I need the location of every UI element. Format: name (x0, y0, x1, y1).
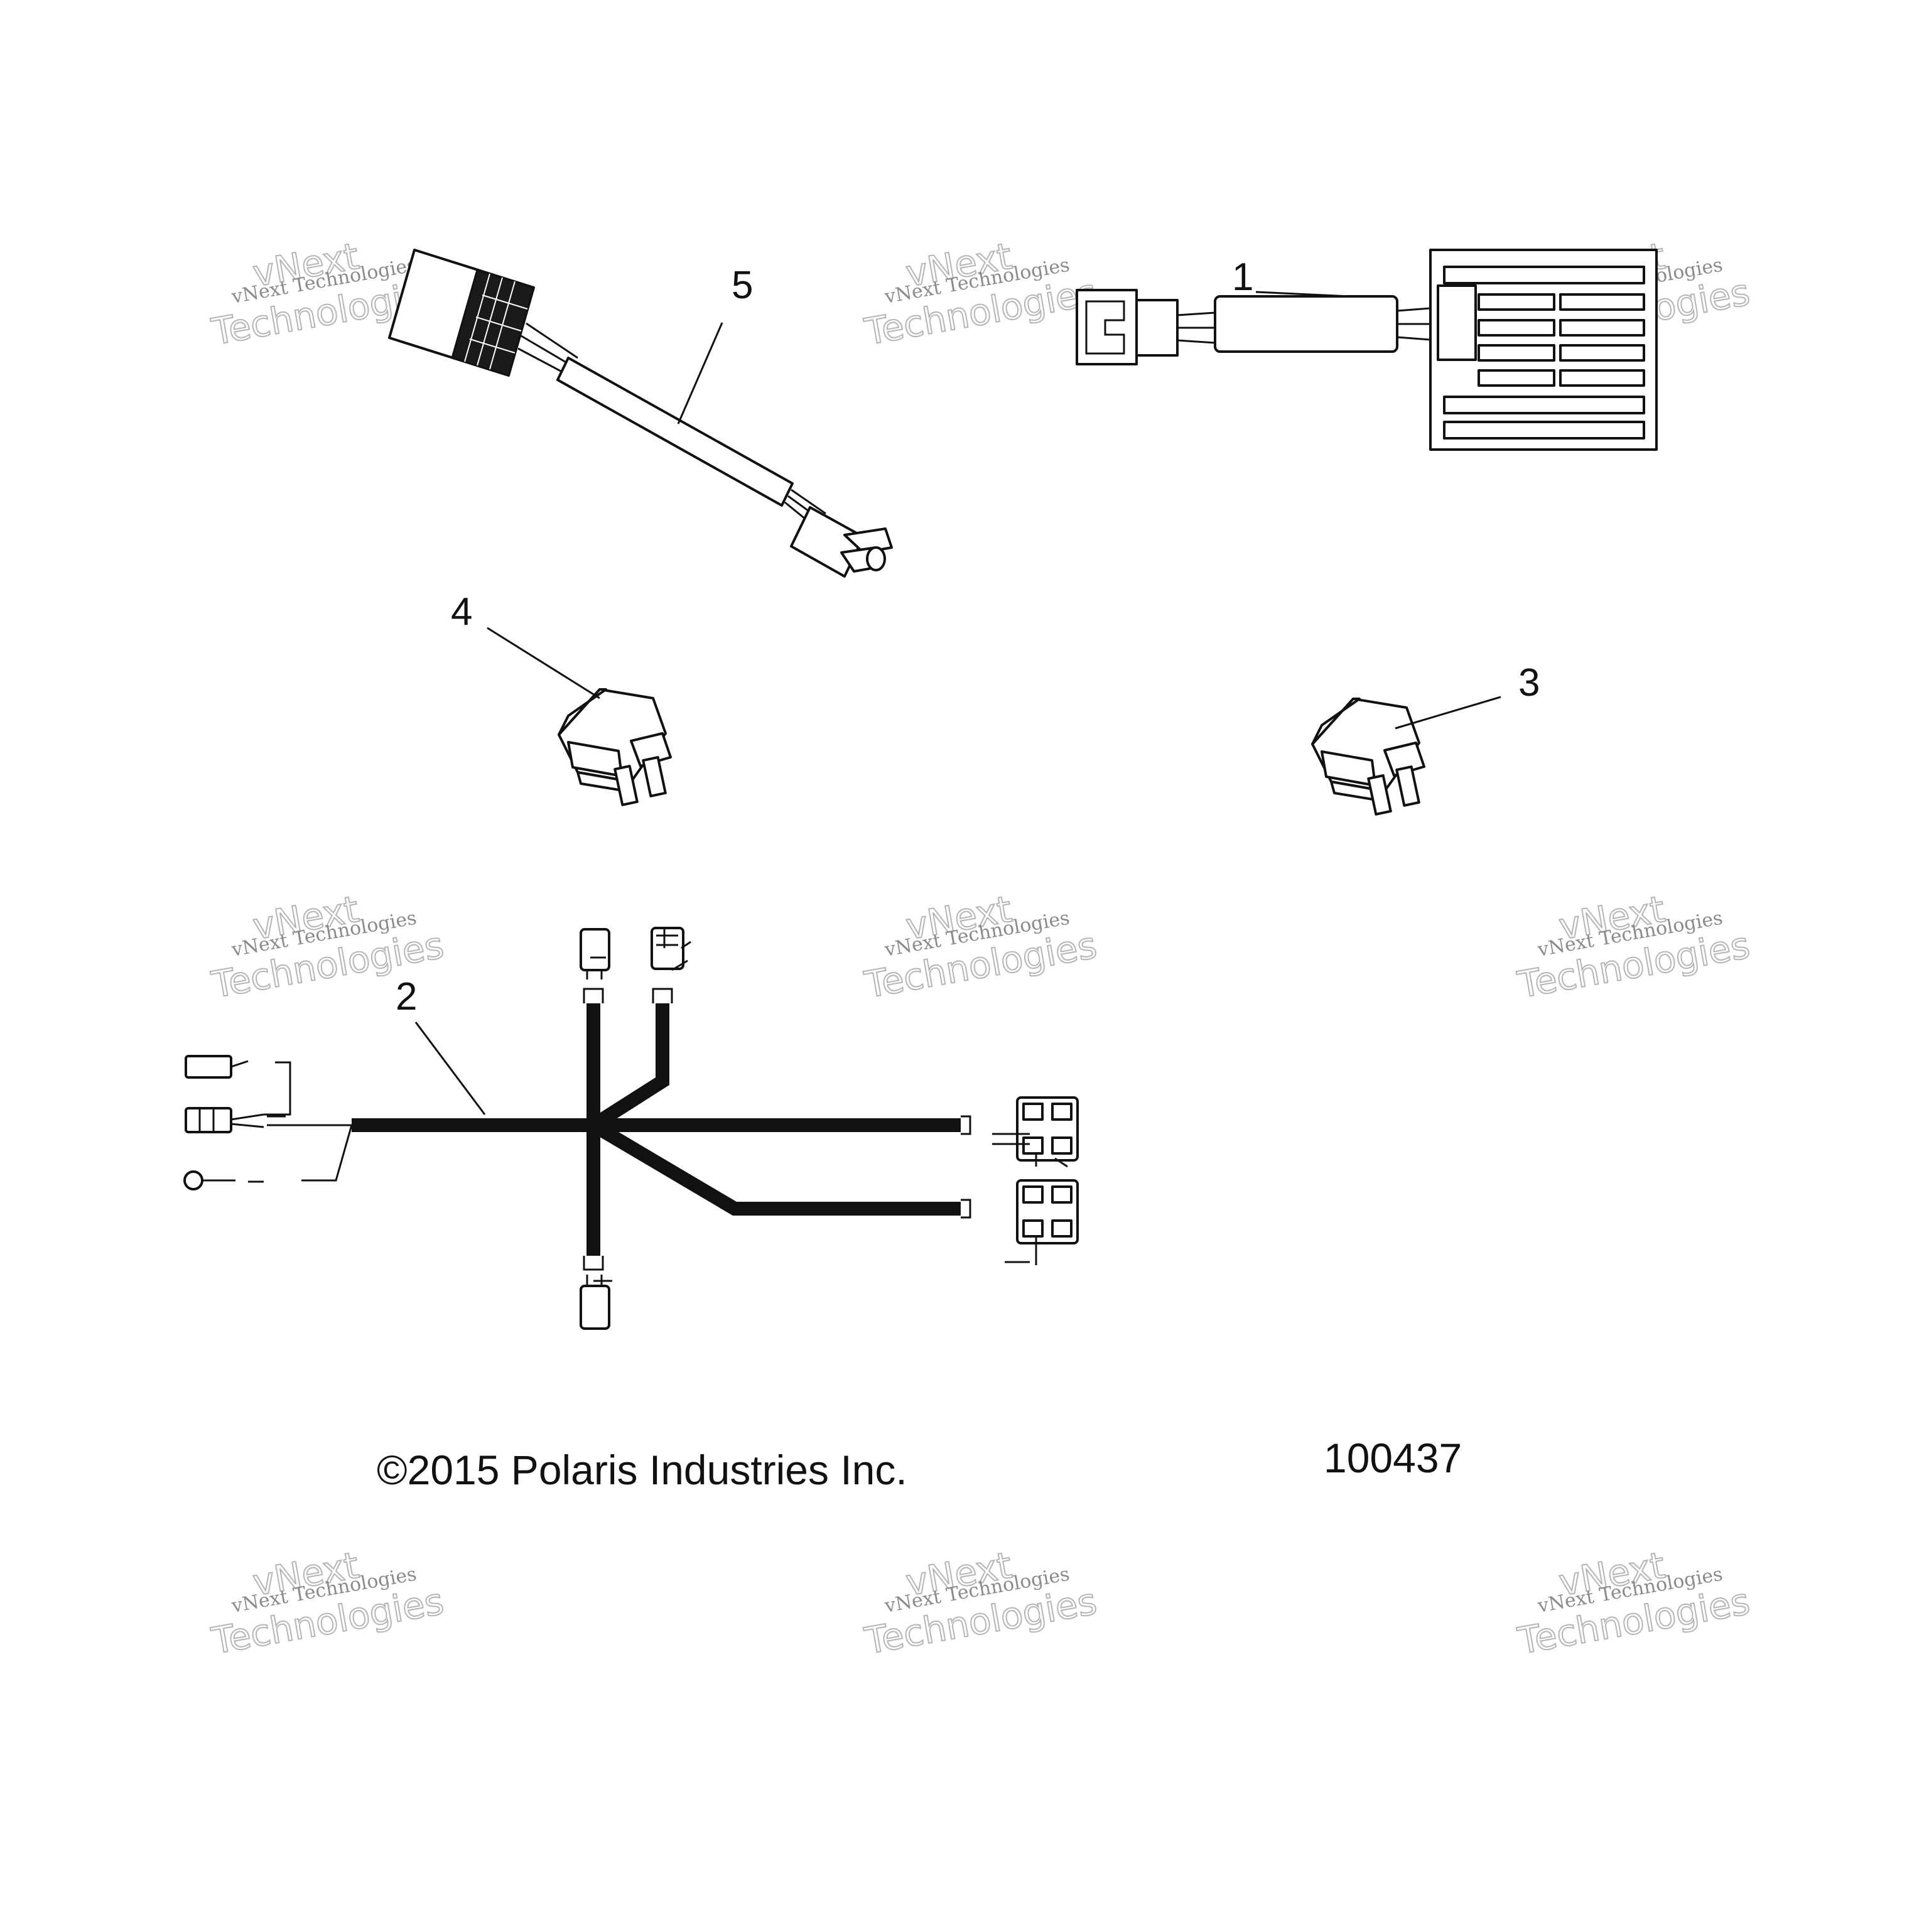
watermark-top-center: vNext vNext Technologies Technologies (861, 234, 1101, 354)
harness-connector-right-upper (1016, 1096, 1079, 1162)
callout-2: 2 (396, 975, 417, 1018)
part-3-rocker-switch (1311, 698, 1425, 816)
harness-left-terminal-middle (185, 1107, 232, 1133)
callout-1: 1 (1232, 256, 1253, 299)
harness-ring-terminal (183, 1170, 203, 1190)
copyright-text: ©2015 Polaris Industries Inc. (377, 1447, 907, 1493)
part-1-cable-sleeve (1214, 295, 1398, 353)
harness-branch-lower-right (590, 1119, 961, 1216)
callout-5: 5 (732, 264, 753, 307)
harness-connector-right-lower (1016, 1179, 1079, 1244)
harness-connector-top-right (651, 927, 684, 970)
watermark-bottom-left: vNext vNext Technologies Technologies (208, 1543, 448, 1663)
watermark-mid-right: vNext vNext Technologies Technologies (1514, 887, 1754, 1007)
part-5-cable-sleeve (556, 357, 794, 507)
part-1-regulator-harness (1076, 249, 1658, 451)
harness-branch-up-right (590, 1003, 669, 1131)
harness-left-terminal-top (185, 1055, 232, 1079)
harness-connector-top-left (580, 928, 610, 971)
callout-5-leader (677, 322, 723, 424)
part-2-wire-harness: 2 (183, 927, 1079, 1330)
callout-2-leader (414, 1022, 486, 1115)
watermark-bottom-right: vNext vNext Technologies Technologies (1514, 1543, 1754, 1663)
watermark-bottom-center: vNext vNext Technologies Technologies (861, 1543, 1101, 1663)
callout-3: 3 (1518, 661, 1540, 704)
watermark-mid-center: vNext vNext Technologies Technologies (861, 887, 1101, 1007)
callout-3-leader (1395, 696, 1501, 730)
callout-1-leader (1255, 291, 1351, 298)
part-4-rocker-switch (558, 688, 672, 806)
harness-connector-bottom (580, 1285, 610, 1330)
callout-4: 4 (451, 590, 472, 634)
part-5-adapter-harness (388, 249, 893, 578)
callout-4-leader (487, 627, 600, 699)
figure-number: 100437 (1324, 1435, 1462, 1481)
